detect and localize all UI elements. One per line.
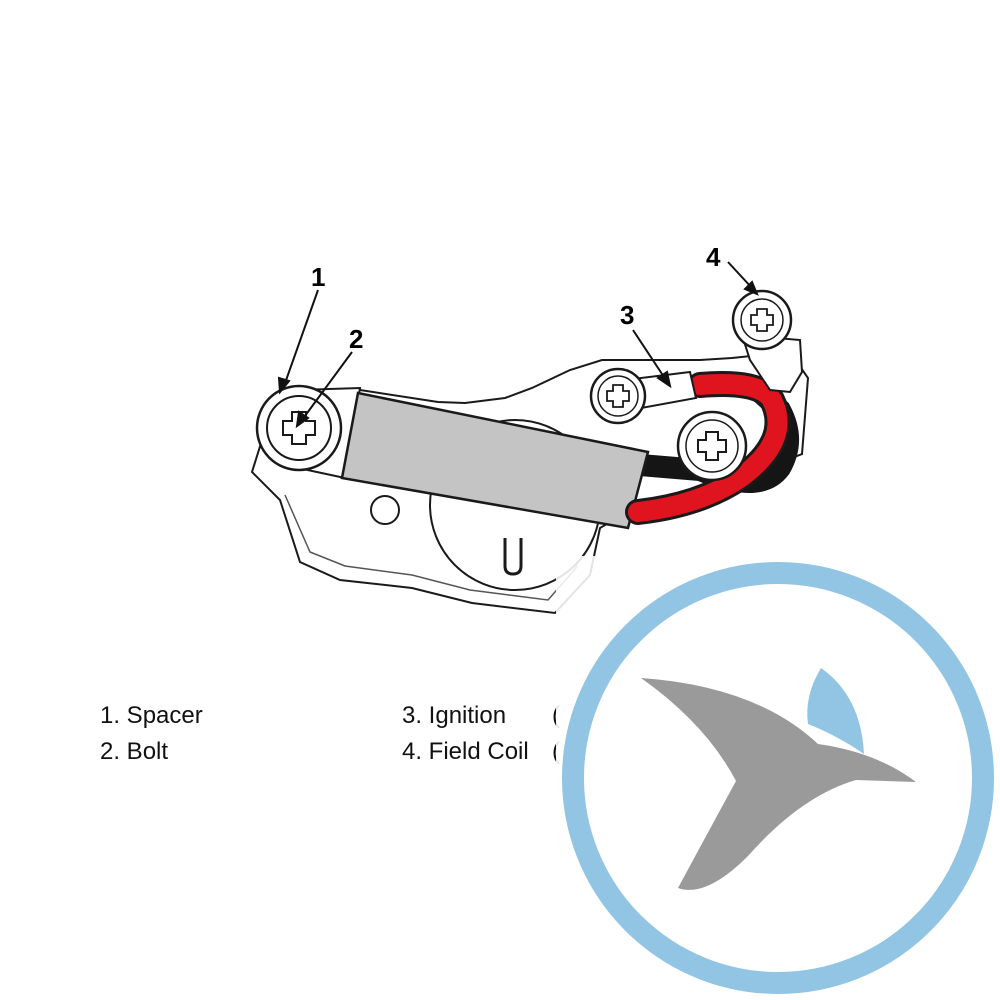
rotor-hub-letter [503, 538, 523, 576]
red-wire-core [628, 374, 788, 522]
callout-1: 1 [311, 262, 326, 292]
callout-3: 3 [620, 300, 635, 330]
ignition-screw [589, 367, 647, 425]
callout-4: 4 [706, 242, 721, 272]
legend-item-field-coil: 4. Field Coil [402, 738, 529, 765]
legend-item-ignition: 3. Ignition [402, 702, 507, 729]
field-coil-screw [731, 289, 793, 351]
bird-logo-watermark [556, 556, 1000, 1000]
legend-item-spacer: 1. Spacer [100, 702, 203, 729]
callout-2: 2 [349, 324, 364, 354]
watermark-ring [562, 562, 994, 994]
legend-item-bolt: 2. Bolt [100, 738, 169, 765]
bolt-screw [255, 384, 343, 472]
bird-body-icon [641, 678, 916, 890]
bird-wing-icon [807, 668, 864, 754]
terminal-screw [676, 410, 748, 482]
ignition-module [340, 391, 650, 530]
leader-lines [277, 261, 759, 429]
plate-hole [370, 495, 400, 525]
